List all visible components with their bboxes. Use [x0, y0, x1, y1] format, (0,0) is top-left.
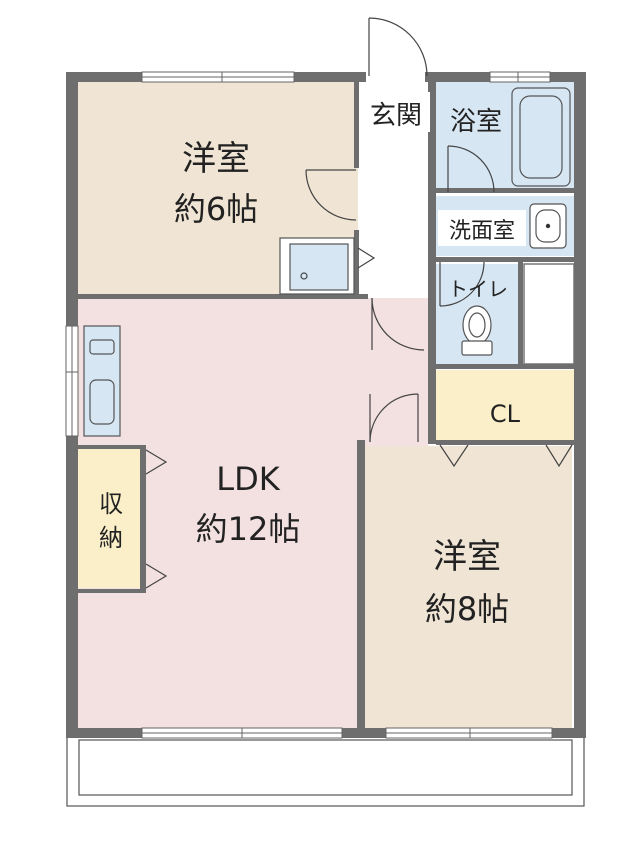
utility-space: [523, 263, 575, 365]
balcony-rail: [78, 739, 573, 796]
bedroom-south-size: 約8帖: [425, 590, 509, 628]
bedroom-north-name: 洋室: [182, 139, 250, 179]
washroom-name: 洗面室: [449, 219, 515, 244]
closet-name: CL: [490, 400, 521, 428]
storage-door-markers: [145, 449, 168, 589]
closet-door-markers: [439, 444, 573, 468]
bedroom-north-size: 約6帖: [174, 190, 258, 228]
toilet-door: [439, 261, 485, 307]
balcony: [66, 734, 585, 807]
storage-floor: [78, 448, 140, 588]
storage-name-line2: 納: [99, 524, 123, 552]
entrance-label-bg: [362, 92, 430, 132]
washroom-label-bg: [438, 210, 526, 246]
entrance-door: [368, 17, 428, 77]
interior-walls: [78, 82, 574, 730]
kitchen-counter-icon: [83, 325, 121, 437]
toilet-icon: [461, 305, 493, 356]
bedroom-south-door: [369, 393, 419, 443]
closet-floor: [436, 370, 574, 440]
bedroom-north-door: [305, 169, 357, 221]
bedroom-south-name: 洋室: [433, 537, 501, 577]
toilet-name: トイレ: [448, 277, 508, 301]
storage-name-line1: 収: [99, 490, 123, 518]
entrance-name: 玄関: [370, 101, 422, 131]
washing-machine-pan-icon: [279, 237, 355, 295]
ldk-size: 約12帖: [196, 510, 301, 548]
bath-door: [447, 145, 495, 193]
ldk-name: LDK: [216, 460, 280, 498]
bath-name: 浴室: [450, 107, 502, 137]
bedroom-south-floor: [362, 446, 572, 728]
wash-basin-icon: [529, 203, 567, 249]
laundry-door-marker: [357, 247, 376, 269]
window-sashes: [66, 72, 552, 738]
bathtub-icon: [511, 87, 571, 187]
ldk-door: [371, 297, 425, 351]
